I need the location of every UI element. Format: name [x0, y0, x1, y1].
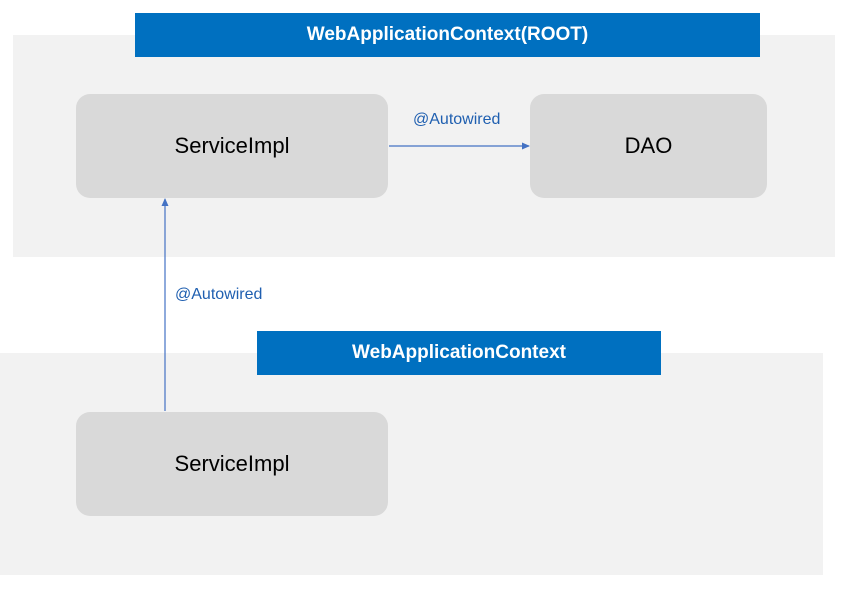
service-to-dao-annotation: @Autowired	[413, 111, 501, 128]
web-context-title: WebApplicationContext	[257, 331, 661, 375]
root-service-impl-box: ServiceImpl	[76, 94, 388, 198]
web-service-impl-label: ServiceImpl	[174, 451, 290, 476]
web-context-title-text: WebApplicationContext	[352, 342, 566, 363]
dao-label: DAO	[624, 133, 673, 158]
root-context-title: WebApplicationContext(ROOT)	[135, 13, 760, 57]
web-to-root-annotation: @Autowired	[175, 286, 263, 303]
dao-box: DAO	[530, 94, 767, 198]
web-service-impl-box: ServiceImpl	[76, 412, 388, 516]
root-context-title-text: WebApplicationContext(ROOT)	[306, 24, 589, 45]
root-service-impl-label: ServiceImpl	[174, 133, 290, 158]
